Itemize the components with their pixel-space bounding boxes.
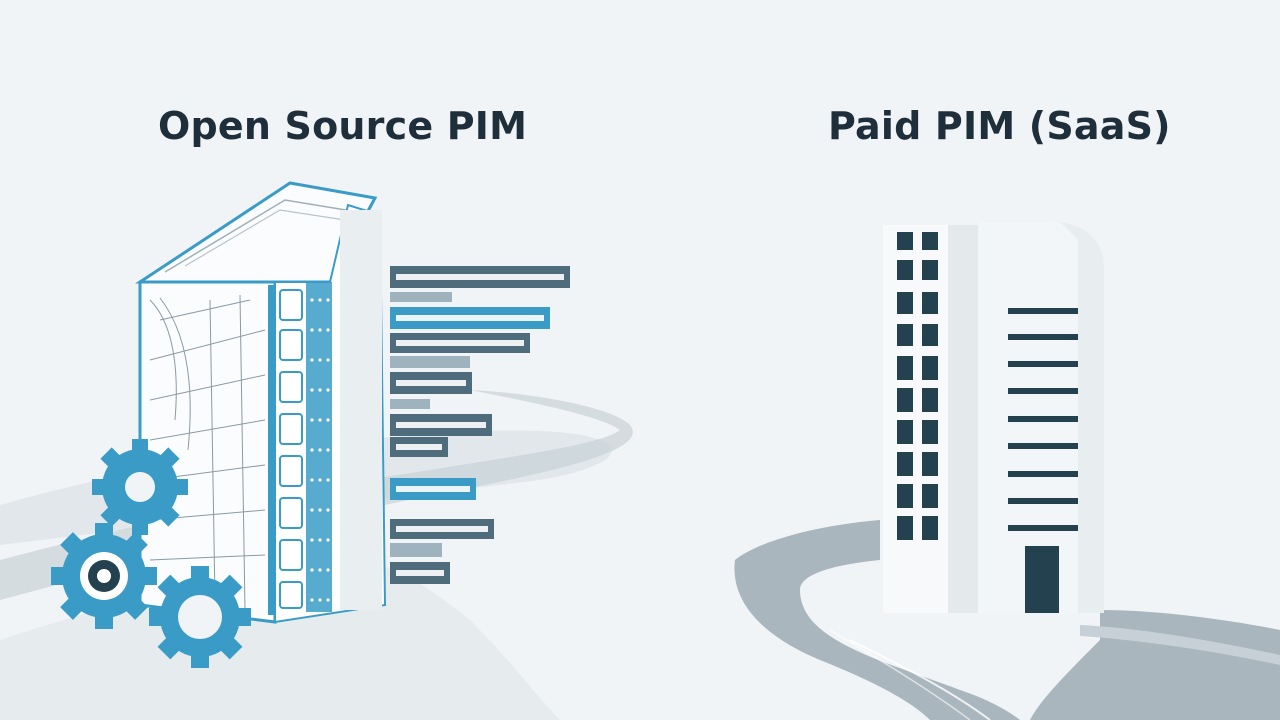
office-building-icon xyxy=(883,222,1104,613)
spec-tags xyxy=(390,266,570,584)
server-tower-icon xyxy=(135,181,387,624)
open-source-pim-title: Open Source PIM xyxy=(158,104,528,148)
paid-pim-title: Paid PIM (SaaS) xyxy=(828,104,1171,148)
right-road xyxy=(734,520,1280,720)
